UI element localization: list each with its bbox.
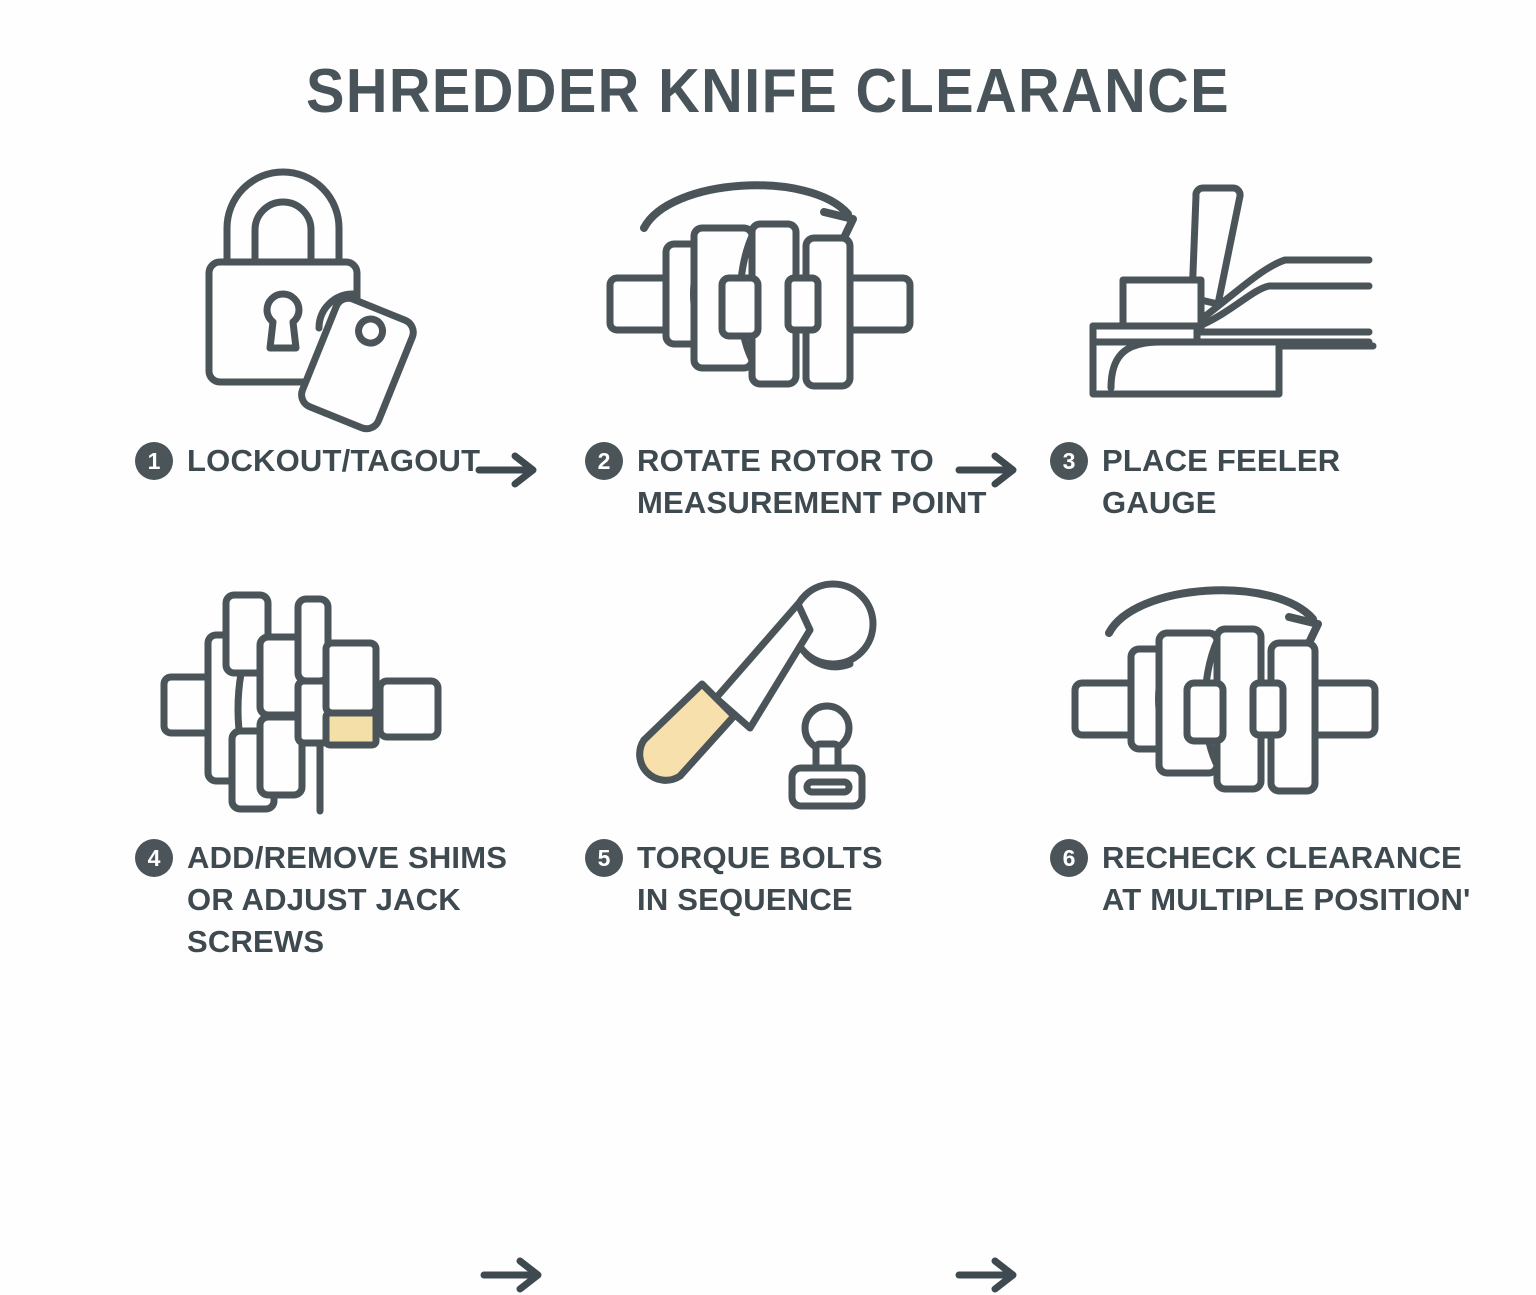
padlock-tag-icon [205,168,417,433]
step-2-label: ROTATE ROTOR TO MEASUREMENT POINT [637,440,987,524]
step-6-label-line-1: RECHECK CLEARANCE [1102,840,1462,875]
step-4-caption: 4 ADD/REMOVE SHIMS OR ADJUST JACK SCREWS [135,837,535,963]
step-2-illustration [545,160,975,422]
step-6-label-line-2: AT MULTIPLE POSITION' [1102,881,1471,917]
infographic-page: SHREDDER KNIFE CLEARANCE [0,57,1536,1293]
step-5-label-line-2: IN SEQUENCE [637,881,853,917]
step-2-label-line-2: MEASUREMENT POINT [637,484,987,520]
arrow-step4-to-step5 [480,1255,550,1295]
step-1-illustration [95,160,525,433]
step-4-illustration [95,565,525,827]
step-card-6: 6 RECHECK CLEARANCE AT MULTIPLE POSITION… [1010,565,1470,965]
step-2-badge: 2 [585,442,623,480]
step-card-3: 3 PLACE FEELER GAUGE [1010,160,1440,560]
step-6-caption: 6 RECHECK CLEARANCE AT MULTIPLE POSITION… [1050,837,1470,921]
step-1-badge: 1 [135,442,173,480]
step-3-label: PLACE FEELER GAUGE [1102,440,1340,524]
step-4-label: ADD/REMOVE SHIMS OR ADJUST JACK SCREWS [187,837,507,963]
step-5-label-line-1: TORQUE BOLTS [637,840,883,875]
step-6-illustration [1010,565,1440,827]
arrow-step2-to-step3 [955,450,1025,490]
step-3-label-line-2: GAUGE [1102,484,1217,520]
step-5-illustration [545,565,975,827]
step-card-2: 2 ROTATE ROTOR TO MEASUREMENT POINT [545,160,986,560]
arrow-step1-to-step2 [475,450,545,490]
rotor-rotation-icon [606,181,914,390]
step-4-label-line-3: SCREWS [187,923,325,959]
step-card-5: 5 TORQUE BOLTS IN SEQUENCE [545,565,975,965]
step-5-badge: 5 [585,839,623,877]
arrow-step5-to-step6 [955,1255,1025,1295]
step-4-label-line-2: OR ADJUST JACK [187,881,461,917]
step-5-label: TORQUE BOLTS IN SEQUENCE [637,837,883,921]
step-3-caption: 3 PLACE FEELER GAUGE [1050,440,1450,524]
step-4-label-line-1: ADD/REMOVE SHIMS [187,840,508,875]
step-3-illustration [1010,160,1440,422]
step-1-caption: 1 LOCKOUT/TAGOUT [135,440,535,482]
bolt-icon [788,702,866,810]
step-1-label-line-1: LOCKOUT/TAGOUT [187,443,481,478]
steps-row-bottom: 4 ADD/REMOVE SHIMS OR ADJUST JACK SCREWS [0,565,1536,1293]
step-2-caption: 2 ROTATE ROTOR TO MEASUREMENT POINT [585,440,987,524]
step-3-label-line-1: PLACE FEELER [1102,443,1341,478]
page-title: SHREDDER KNIFE CLEARANCE [305,57,1231,126]
step-6-label: RECHECK CLEARANCE AT MULTIPLE POSITION' [1102,837,1471,921]
rotor-shim-icon [160,591,442,815]
torque-wrench-bolt-icon [636,580,877,810]
step-card-4: 4 ADD/REMOVE SHIMS OR ADJUST JACK SCREWS [95,565,525,965]
step-6-badge: 6 [1050,839,1088,877]
step-1-label: LOCKOUT/TAGOUT [187,440,480,482]
step-3-badge: 3 [1050,442,1088,480]
step-4-badge: 4 [135,839,173,877]
step-2-label-line-1: ROTATE ROTOR TO [637,443,934,478]
step-card-1: 1 LOCKOUT/TAGOUT [95,160,525,560]
feeler-gauge-icon [1089,184,1377,398]
step-5-caption: 5 TORQUE BOLTS IN SEQUENCE [585,837,985,921]
steps-row-top: 1 LOCKOUT/TAGOUT [0,160,1536,560]
rotor-rotation-icon [1071,586,1379,795]
